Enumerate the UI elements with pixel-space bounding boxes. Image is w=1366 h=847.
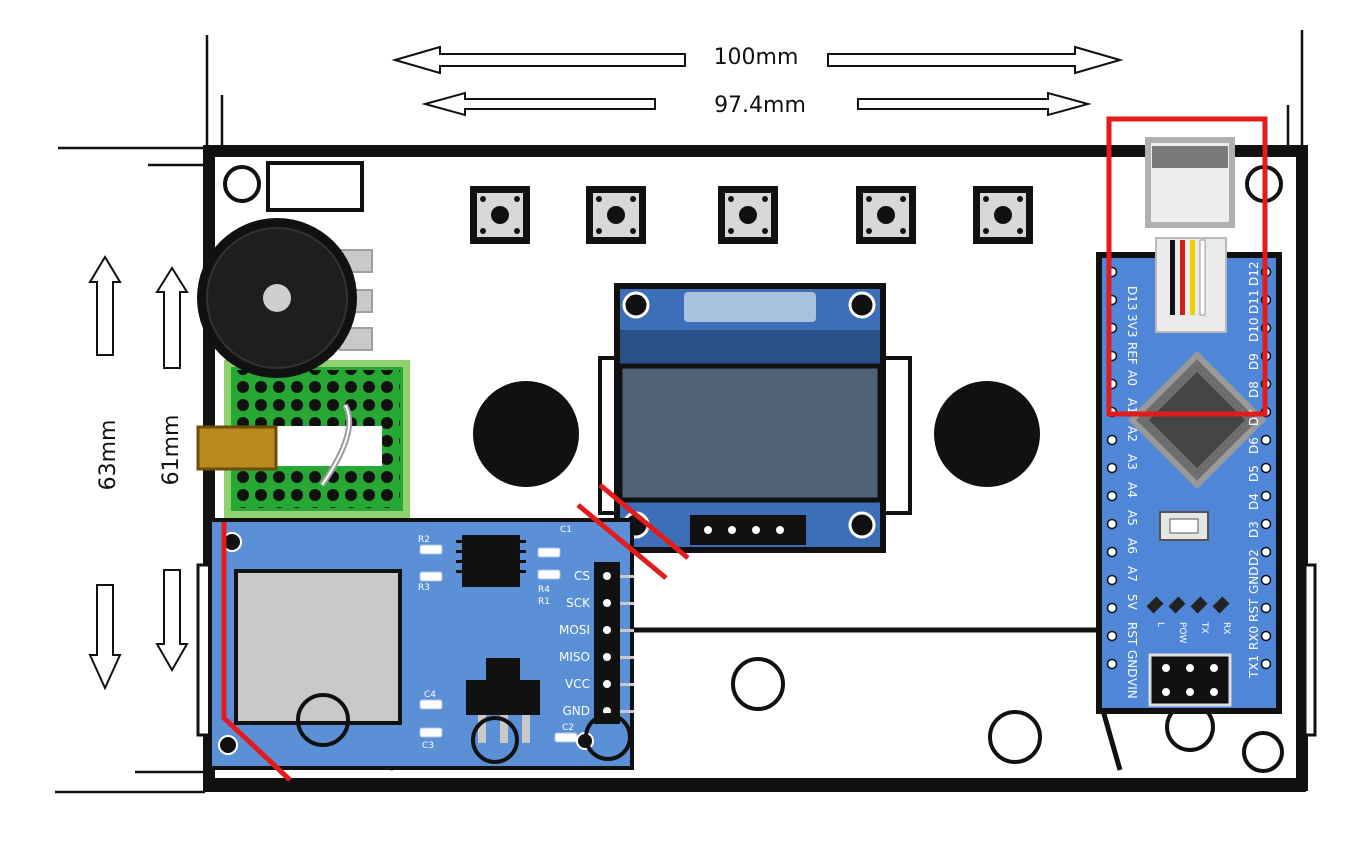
usb-highlight-box bbox=[1106, 116, 1268, 417]
rfid-ic bbox=[462, 535, 520, 587]
nano-pin-d9: D9 bbox=[1247, 353, 1261, 370]
rfid-label-c2: C2 bbox=[562, 723, 574, 733]
nano-pin-gnd-left: GND bbox=[1125, 650, 1139, 678]
rfid-label-c3: C3 bbox=[422, 741, 434, 751]
nano-pin-d5: D5 bbox=[1247, 465, 1261, 482]
nano-right-pin-labels: D12 D11 D10 D9 D8 D7 D6 D5 D4 D3 D2 GND … bbox=[1247, 261, 1261, 679]
nano-pin-vin: VIN bbox=[1125, 678, 1139, 699]
push-buttons-row bbox=[470, 186, 1033, 244]
nano-pin-d13: D13 bbox=[1125, 286, 1139, 311]
rfid-pin-miso: MISO bbox=[559, 650, 590, 664]
arrow-down-63mm bbox=[88, 584, 122, 691]
nano-pin-a6: A6 bbox=[1125, 538, 1139, 554]
nano-pin-d4: D4 bbox=[1247, 493, 1261, 510]
nano-pin-tx1: TX1 bbox=[1247, 655, 1261, 679]
push-button-5 bbox=[973, 186, 1033, 244]
nano-pin-a2: A2 bbox=[1125, 426, 1139, 442]
nano-pin-3v3: 3V3 bbox=[1125, 314, 1139, 337]
nano-led-pow: POW bbox=[1177, 622, 1187, 644]
nano-pin-a5: A5 bbox=[1125, 510, 1139, 526]
nano-pin-a3: A3 bbox=[1125, 454, 1139, 470]
arrow-up-61mm bbox=[155, 266, 189, 369]
arrow-right-97mm bbox=[857, 91, 1092, 117]
oled-screen bbox=[617, 363, 883, 503]
left-round-cutout bbox=[473, 381, 579, 487]
nano-leds: L POW TX RX bbox=[1146, 596, 1231, 644]
nano-pin-d12: D12 bbox=[1247, 261, 1261, 286]
push-button-4 bbox=[856, 186, 916, 244]
perfboard bbox=[196, 360, 410, 518]
width-inner-label: 97.4mm bbox=[714, 93, 806, 118]
arrow-up-63mm bbox=[88, 255, 122, 356]
rfid-label-c4: C4 bbox=[424, 690, 436, 700]
red-cut-line-left bbox=[221, 522, 292, 782]
rfid-pin-mosi: MOSI bbox=[559, 623, 590, 637]
red-cut-line-oled-2 bbox=[598, 483, 690, 560]
nano-pin-a7: A7 bbox=[1125, 566, 1139, 582]
nano-pin-d8: D8 bbox=[1247, 381, 1261, 398]
nano-pin-d2: D2 bbox=[1247, 549, 1261, 566]
nano-pin-d10: D10 bbox=[1247, 317, 1261, 342]
nano-led-l: L bbox=[1155, 622, 1165, 627]
top-left-cutout bbox=[266, 161, 364, 212]
rfid-pin-sck: SCK bbox=[566, 596, 591, 610]
nano-pin-rst-right: RST bbox=[1247, 598, 1261, 622]
height-outer-label: 63mm bbox=[96, 420, 121, 491]
nano-pin-d3: D3 bbox=[1247, 521, 1261, 538]
nano-pin-a0: A0 bbox=[1125, 370, 1139, 386]
arrow-down-61mm bbox=[155, 569, 189, 673]
reference-lines bbox=[55, 30, 1304, 794]
nano-pin-a1: A1 bbox=[1125, 398, 1139, 414]
rfid-pin-gnd: GND bbox=[562, 704, 590, 718]
buzzer bbox=[197, 218, 357, 378]
arduino-nano: D13 3V3 REF A0 A1 A2 A3 A4 A5 A6 A7 5V R… bbox=[1096, 137, 1317, 737]
rfid-pin-cs: CS bbox=[574, 569, 590, 583]
rfid-label-c1: C1 bbox=[560, 525, 572, 535]
nano-pin-5v: 5V bbox=[1125, 594, 1139, 611]
nano-pin-rst-left: RST bbox=[1125, 622, 1139, 646]
icsp-header bbox=[1148, 653, 1232, 707]
rfid-label-r3: R3 bbox=[418, 583, 430, 593]
width-dimension-arrows bbox=[391, 45, 1124, 117]
nano-pin-rx0: RX0 bbox=[1247, 626, 1261, 650]
jack-connector bbox=[196, 425, 278, 471]
rfid-antenna-chip bbox=[234, 569, 402, 725]
push-button-1 bbox=[470, 186, 530, 244]
height-dimension-arrows bbox=[88, 255, 189, 691]
red-markings bbox=[221, 116, 1268, 782]
nano-left-pin-labels: D13 3V3 REF A0 A1 A2 A3 A4 A5 A6 A7 5V R… bbox=[1125, 286, 1139, 699]
nano-pin-ref: REF bbox=[1125, 342, 1139, 365]
push-button-3 bbox=[718, 186, 778, 244]
nano-led-rx: RX bbox=[1221, 622, 1231, 634]
rfid-label-r1: R1 bbox=[538, 597, 550, 607]
nano-pin-d11: D11 bbox=[1247, 289, 1261, 314]
nano-pin-a4: A4 bbox=[1125, 482, 1139, 498]
nano-led-tx: TX bbox=[1199, 621, 1209, 634]
right-round-cutout bbox=[934, 381, 1040, 487]
rfid-module: R2 R3 R4 R1 C1 C2 C3 C4 CS SCK MOSI MISO… bbox=[196, 518, 634, 770]
voltage-regulator bbox=[466, 680, 540, 715]
arrow-left-97mm bbox=[421, 91, 656, 117]
width-outer-label: 100mm bbox=[714, 45, 799, 70]
red-cut-line-oled-1 bbox=[576, 503, 668, 580]
rfid-header bbox=[594, 562, 620, 724]
nano-pin-gnd-right: GND bbox=[1247, 566, 1261, 594]
height-inner-label: 61mm bbox=[159, 415, 184, 486]
nano-pin-d6: D6 bbox=[1247, 437, 1261, 454]
rfid-label-r2: R2 bbox=[418, 535, 430, 545]
rfid-label-r4: R4 bbox=[538, 585, 550, 595]
arrow-right-100mm bbox=[827, 45, 1124, 75]
rfid-pin-vcc: VCC bbox=[565, 677, 590, 691]
arrow-left-100mm bbox=[391, 45, 686, 75]
mini-usb-cable bbox=[1145, 137, 1235, 333]
push-button-2 bbox=[586, 186, 646, 244]
rfid-pin-labels: CS SCK MOSI MISO VCC GND bbox=[559, 569, 591, 718]
oled-display-module bbox=[598, 283, 912, 553]
